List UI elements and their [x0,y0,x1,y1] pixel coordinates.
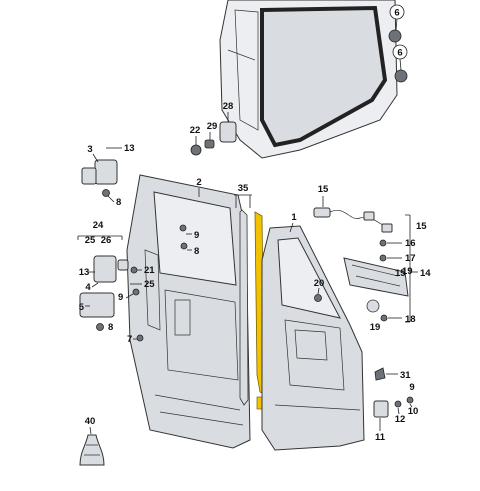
part-3-hinge: 3 13 8 [81,143,135,208]
part-4-lower-hinges: 13 4 21 25 9 5 8 7 [79,255,155,345]
callout-3: 3 [87,144,92,155]
part-1-right-door: 1 [261,212,365,451]
part-20-screw: 20 [314,278,325,302]
part-2-left-door: 2 [126,174,251,449]
callout-24: 24 [93,220,104,231]
part-40-boot: 40 [79,416,105,466]
part-15-lock-cable: 15 [313,184,393,233]
callout-13a: 13 [124,143,135,154]
callout-29: 29 [207,121,218,132]
callout-16: 16 [405,238,416,249]
callout-8b: 8 [194,246,199,257]
part-11-12-10-striker: 11 12 9 10 [373,382,419,443]
callout-35: 35 [238,183,249,194]
callout-21: 21 [144,265,155,276]
part-9-8-upper: 9 8 [179,224,199,257]
part-24-25-26-group: 24 25 26 [77,220,123,246]
part-28-22-29: 28 22 29 [190,101,237,156]
callout-22: 22 [190,125,201,136]
callout-15b: 15 [416,221,427,232]
callout-31: 31 [400,370,411,381]
callout-40: 40 [85,416,96,427]
callout-26: 26 [101,235,112,246]
callout-11: 11 [375,432,386,443]
part-14-group: 15 16 17 15 19 14 18 19 [343,214,431,333]
callout-20: 20 [314,278,325,289]
callout-15a: 15 [318,184,329,195]
callout-8c: 8 [108,322,113,333]
callout-14: 14 [420,268,431,279]
part-6-grommets: 6 6 [388,4,408,83]
callout-6: 6 [394,8,399,19]
callout-9a: 9 [194,230,199,241]
van-body-illustration [219,0,398,159]
callout-9b: 9 [118,292,123,303]
callout-19a: 19 [402,266,413,277]
callout-19b: 19 [370,322,381,333]
callout-12: 12 [395,414,406,425]
callout-18: 18 [405,314,416,325]
callout-9c: 9 [409,382,414,393]
callout-28: 28 [223,101,234,112]
callout-8a: 8 [116,197,121,208]
callout-7: 7 [127,334,132,345]
callout-6b: 6 [397,48,402,59]
callout-15c: 15 [395,268,406,279]
callout-1: 1 [291,212,297,223]
callout-17: 17 [405,253,416,264]
callout-13b: 13 [79,267,90,278]
callout-10: 10 [408,406,419,417]
callout-25b: 25 [144,279,155,290]
part-31-bumper: 31 [374,367,411,381]
callout-25a: 25 [85,235,96,246]
callout-4: 4 [85,282,91,293]
callout-5: 5 [79,302,85,313]
callout-2: 2 [196,177,201,188]
